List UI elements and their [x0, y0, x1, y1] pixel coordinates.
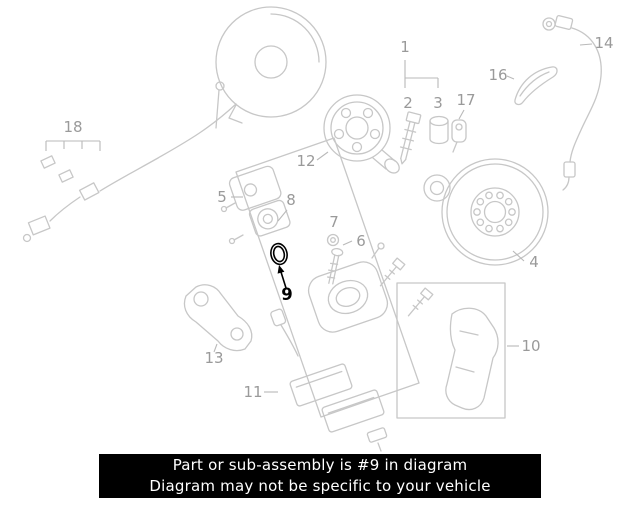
caliper-motor-bolts-illustration	[220, 202, 244, 245]
knuckle-illustration	[183, 284, 253, 352]
brake-pads-illustration	[289, 363, 388, 452]
caliper-bolt-illustration	[379, 257, 406, 287]
caliper-motor-illustration	[228, 165, 291, 237]
bolt-part-6-illustration	[327, 247, 344, 285]
caption-banner: Part or sub-assembly is #9 in diagram Di…	[99, 454, 541, 498]
splash-shield-illustration	[215, 6, 327, 129]
part-label-2: 2	[403, 94, 413, 112]
guide-pin-bolt-illustration	[407, 287, 434, 317]
washer-part-7-illustration	[326, 233, 340, 247]
part-label-5: 5	[217, 188, 227, 206]
part-label-3: 3	[433, 94, 443, 112]
caption-line-2: Diagram may not be specific to your vehi…	[149, 477, 491, 495]
caption-line-1: Part or sub-assembly is #9 in diagram	[172, 456, 468, 474]
part-label-1: 1	[400, 38, 410, 56]
part-label-12: 12	[296, 152, 315, 170]
leader-4	[512, 250, 525, 262]
leader-6	[342, 240, 353, 246]
part-label-18: 18	[63, 118, 82, 136]
part-label-7: 7	[329, 213, 339, 231]
abs-sensor-wire-illustration	[22, 103, 237, 243]
part-label-4: 4	[529, 253, 539, 271]
brake-hose-illustration	[542, 14, 602, 191]
part-label-9: 9	[281, 285, 292, 304]
carrier-bracket-box	[396, 282, 506, 419]
part-label-10: 10	[521, 337, 540, 355]
leader-12	[316, 151, 329, 161]
part-label-6: 6	[356, 232, 366, 250]
leader-14	[579, 43, 593, 46]
bracket-18	[45, 140, 101, 151]
caliper-housing-illustration	[307, 242, 389, 333]
o-ring-part-9-outer	[270, 242, 288, 266]
cap-part-3-illustration	[429, 115, 449, 145]
leader-8	[277, 209, 288, 222]
part-label-8: 8	[286, 191, 296, 209]
wheel-hub-illustration	[323, 94, 400, 174]
bolt-part-2-illustration	[399, 111, 422, 165]
arrow-to-part-9-line	[280, 271, 287, 289]
part-label-13: 13	[204, 349, 223, 367]
pad-wear-sensor-illustration	[270, 308, 299, 357]
arrow-to-part-9-head	[277, 265, 285, 274]
leader-13	[213, 343, 218, 353]
seal-ring-illustration	[423, 174, 451, 202]
bracket-1-to-2-3	[404, 60, 439, 88]
clip-part-16-illustration	[514, 66, 558, 106]
part-label-14: 14	[594, 34, 613, 52]
leader-17	[458, 109, 465, 120]
brake-rotor-illustration	[441, 158, 549, 266]
caliper-assembly-box	[235, 137, 420, 418]
part-label-16: 16	[488, 66, 507, 84]
leader-lines	[45, 43, 593, 393]
sensor-part-17-illustration	[451, 119, 467, 153]
leader-16	[506, 75, 515, 80]
part-label-11: 11	[243, 383, 262, 401]
highlight-annotation	[270, 242, 288, 289]
carrier-bracket-illustration	[445, 307, 499, 411]
part-label-17: 17	[456, 91, 475, 109]
o-ring-part-9-inner	[272, 245, 286, 263]
